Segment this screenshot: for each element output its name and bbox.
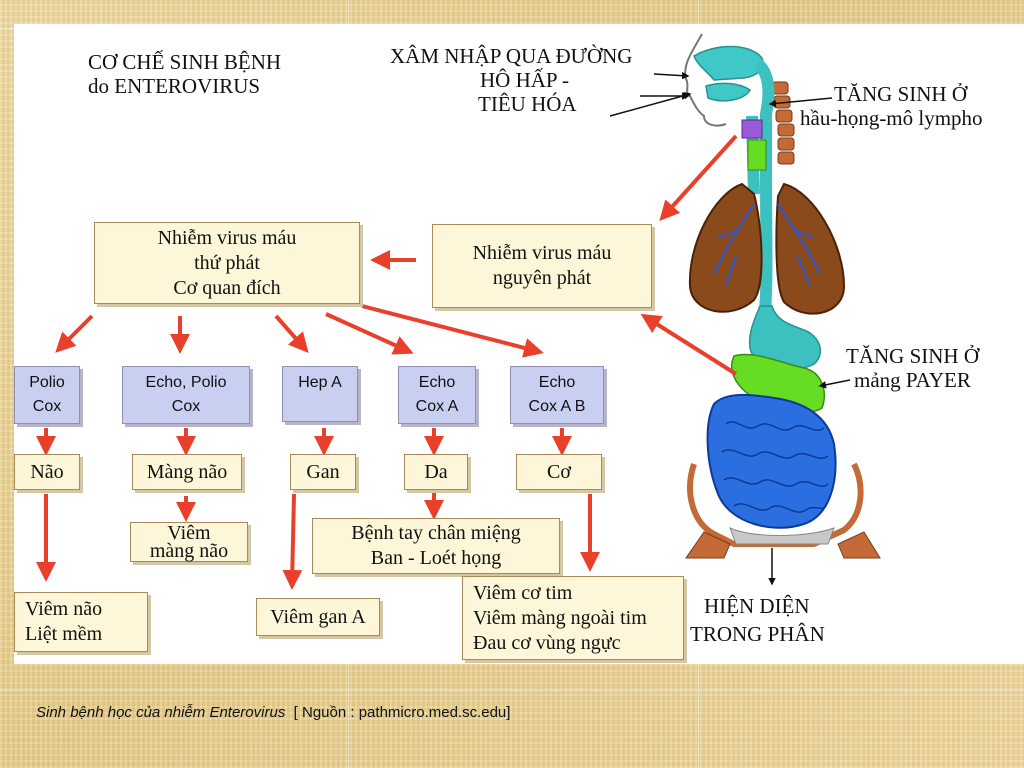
hfmd-line-1: Bệnh tay chân miệng — [351, 522, 521, 544]
meningitis-line-2: màng não — [149, 540, 229, 562]
group-4-line-2: Cox A — [415, 398, 459, 415]
diagram-graphics — [36, 33, 881, 590]
throat-proliferation-label: TĂNG SINH Ở hầu-họng-mô lympho — [800, 82, 983, 130]
larynx — [741, 119, 763, 139]
hfmd-line-2: Ban - Loét họng — [370, 547, 502, 569]
group-2-line-1: Echo, Polio — [145, 374, 227, 391]
stomach — [748, 305, 822, 371]
virus-group-echo-cox-ab: Echo Cox A B — [510, 366, 604, 424]
pelvis-inner — [729, 527, 835, 545]
anatomy-illustration — [684, 33, 881, 559]
organ-skin: Da — [404, 454, 468, 490]
organ-muscle-label: Cơ — [547, 460, 571, 483]
primary-line-2: nguyên phát — [492, 267, 592, 289]
secondary-viremia-box: Nhiễm virus máu thứ phát Cơ quan đích — [94, 222, 360, 304]
left-lung — [688, 182, 763, 313]
outcome-hfmd: Bệnh tay chân miệng Ban - Loét họng — [312, 518, 560, 574]
caption-title: Sinh bệnh học của nhiễm Enterovirus — [36, 704, 286, 721]
payer-line-1: TĂNG SINH Ở — [846, 344, 979, 368]
group-5-line-1: Echo — [538, 374, 576, 391]
primary-viremia-box: Nhiễm virus máu nguyên phát — [432, 224, 652, 308]
organ-brain: Não — [14, 454, 80, 490]
encephalitis-line-1: Viêm não — [25, 598, 103, 620]
organ-liver: Gan — [290, 454, 356, 490]
diagram-title: CƠ CHẾ SINH BỆNH do ENTEROVIRUS — [88, 50, 281, 98]
entry-line-1: XÂM NHẬP QUA ĐƯỜNG — [390, 44, 633, 68]
esophagus — [753, 59, 775, 325]
primary-line-1: Nhiễm virus máu — [472, 242, 612, 264]
entry-route-label: XÂM NHẬP QUA ĐƯỜNG HÔ HẤP - TIÊU HÓA — [390, 44, 632, 116]
bronchi — [713, 203, 821, 287]
group-2-line-2: Cox — [171, 398, 201, 415]
organ-muscle: Cơ — [516, 454, 602, 490]
payer-line-2: mảng PAYER — [854, 368, 971, 392]
organ-liver-label: Gan — [306, 460, 340, 483]
throat-line-2: hầu-họng-mô lympho — [800, 106, 983, 130]
hepatitis-line-1: Viêm gan A — [270, 605, 366, 628]
virus-group-echo-cox-a: Echo Cox A — [398, 366, 476, 424]
throat-lymph — [747, 139, 767, 171]
meningitis-line-1: Viêm — [167, 522, 211, 544]
spine — [771, 81, 795, 165]
nasal-cavity — [693, 45, 764, 81]
title-line-2: do ENTEROVIRUS — [88, 74, 261, 98]
right-lung — [775, 182, 846, 315]
outcome-encephalitis: Viêm não Liệt mềm — [14, 592, 148, 652]
entry-line-3: TIÊU HÓA — [478, 92, 577, 116]
group-1-line-2: Cox — [32, 398, 62, 415]
stool-line-1: HIỆN DIỆN — [704, 594, 810, 618]
organ-skin-label: Da — [424, 460, 448, 483]
figure-caption: Sinh bệnh học của nhiễm Enterovirus [ Ng… — [36, 704, 510, 721]
organ-meninges: Màng não — [132, 454, 242, 490]
muscle-line-3: Đau cơ vùng ngực — [473, 631, 621, 654]
secondary-line-2: thứ phát — [194, 251, 260, 274]
intestine-folds — [721, 421, 829, 513]
stool-line-2: TRONG PHÂN — [690, 622, 825, 646]
secondary-line-1: Nhiễm virus máu — [157, 226, 297, 249]
muscle-line-1: Viêm cơ tim — [473, 581, 573, 604]
group-3-line-1: Hep A — [298, 374, 342, 391]
outcome-meningitis: Viêm màng não — [130, 522, 248, 562]
diagram-panel: CƠ CHẾ SINH BỆNH do ENTEROVIRUS XÂM NHẬP… — [14, 24, 1024, 664]
entry-line-2: HÔ HẤP - — [480, 68, 570, 92]
muscle-line-2: Viêm màng ngoài tim — [473, 606, 647, 629]
stool-presence-label: HIỆN DIỆN TRONG PHÂN — [690, 592, 825, 648]
encephalitis-line-2: Liệt mềm — [25, 623, 103, 645]
outcome-hepatitis: Viêm gan A — [256, 598, 380, 636]
organ-brain-label: Não — [30, 460, 64, 483]
title-line-1: CƠ CHẾ SINH BỆNH — [88, 50, 282, 74]
group-1-line-1: Polio — [29, 374, 65, 391]
virus-group-polio-cox: Polio Cox — [14, 366, 80, 424]
virus-group-hep-a: Hep A — [282, 366, 358, 422]
outcome-muscle: Viêm cơ tim Viêm màng ngoài tim Đau cơ v… — [462, 576, 684, 660]
secondary-line-3: Cơ quan đích — [173, 276, 281, 299]
group-5-line-2: Cox A B — [528, 398, 586, 415]
intestines — [706, 393, 837, 529]
payer-proliferation-label: TĂNG SINH Ở mảng PAYER — [846, 344, 979, 392]
flow-arrows — [36, 134, 738, 590]
oral-cavity — [705, 82, 752, 102]
pelvis — [687, 462, 864, 547]
throat-line-1: TĂNG SINH Ở — [834, 82, 967, 106]
organ-meninges-label: Màng não — [146, 460, 228, 483]
group-4-line-1: Echo — [418, 374, 456, 391]
virus-group-echo-polio-cox: Echo, Polio Cox — [122, 366, 250, 424]
caption-source: [ Nguồn : pathmicro.med.sc.edu] — [293, 704, 511, 721]
pelvis-base — [685, 531, 881, 559]
